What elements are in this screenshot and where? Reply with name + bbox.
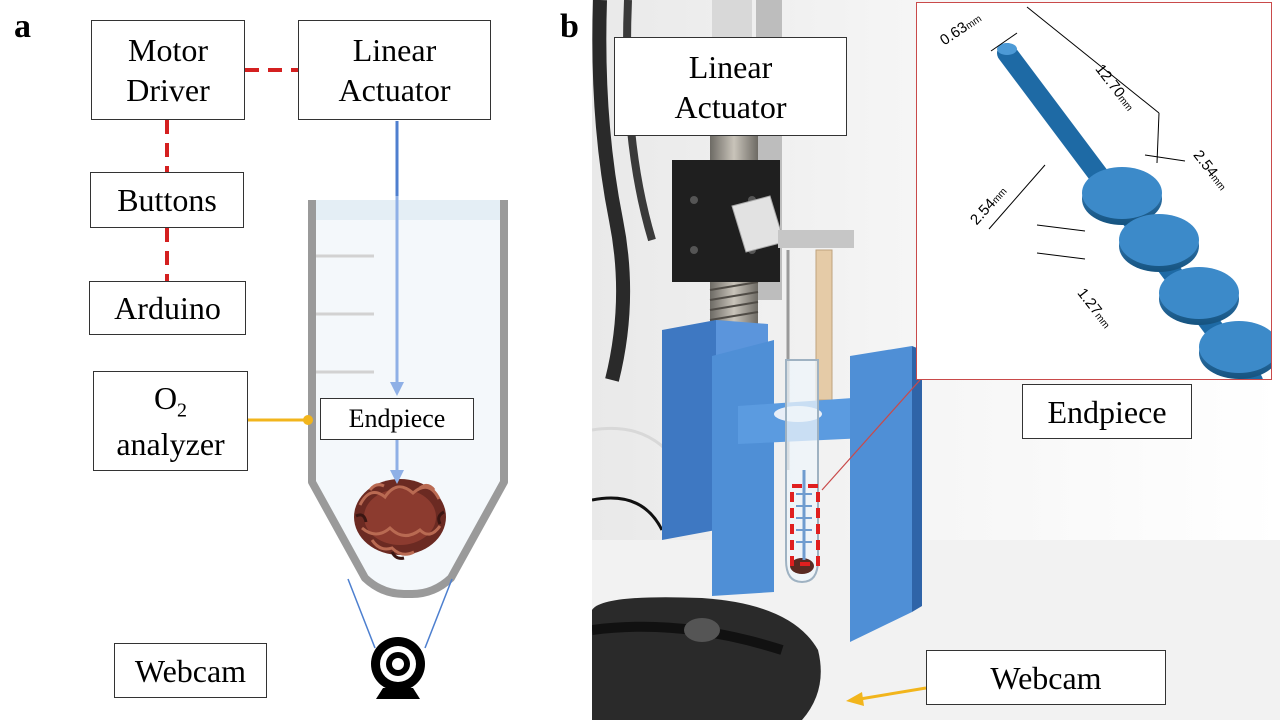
photo-webcam-label: Webcam bbox=[990, 659, 1102, 696]
clamp-arm bbox=[778, 230, 854, 248]
buttons-label: Buttons bbox=[117, 182, 217, 218]
panel-b-letter: b bbox=[560, 8, 579, 45]
linear-actuator-line2: Actuator bbox=[338, 72, 451, 108]
webcam-device bbox=[592, 597, 821, 720]
endpiece-model bbox=[988, 6, 1271, 379]
cable-bundle bbox=[592, 0, 631, 382]
webcam-fov-left bbox=[347, 578, 376, 649]
webcam-label: Webcam bbox=[134, 652, 247, 689]
panel-a-letter: a bbox=[14, 8, 31, 45]
panel-a-diagram bbox=[165, 68, 508, 699]
photo-linear-actuator-line2: Actuator bbox=[674, 88, 787, 125]
endpiece-label: Endpiece bbox=[348, 403, 446, 433]
motor-driver-line2: Driver bbox=[126, 72, 210, 108]
endpiece-box: Endpiece bbox=[320, 398, 474, 440]
buttons-box: Buttons bbox=[90, 172, 244, 228]
o2-label: O2 bbox=[116, 378, 224, 423]
o2-letter: O bbox=[153, 380, 178, 417]
zoom-line bbox=[821, 379, 921, 491]
photo-endpiece-label: Endpiece bbox=[1047, 393, 1167, 430]
endpiece-inset: 0.63mm 12.70mm 2.54mm 2.54mm 1.27mm bbox=[916, 2, 1272, 380]
centrifuge-tube bbox=[308, 200, 508, 598]
photo-linear-actuator-line1: Linear bbox=[688, 48, 773, 85]
webcam-icon bbox=[371, 637, 425, 699]
arduino-label: Arduino bbox=[114, 290, 221, 326]
photo-webcam-box: Webcam bbox=[926, 650, 1166, 705]
webcam-box: Webcam bbox=[114, 643, 267, 698]
photo-endpiece-box: Endpiece bbox=[1022, 384, 1192, 439]
actuator-arrowhead bbox=[390, 382, 404, 396]
endpiece-arrowhead bbox=[390, 470, 404, 484]
specimen-clump bbox=[354, 479, 446, 560]
o2-subscript: 2 bbox=[177, 399, 188, 422]
webcam-fov-right bbox=[424, 578, 453, 649]
endpiece-highlight bbox=[790, 484, 820, 566]
motor-driver-line1: Motor bbox=[127, 32, 208, 68]
arduino-box: Arduino bbox=[89, 281, 246, 335]
analyzer-label: analyzer bbox=[116, 425, 225, 462]
o2-probe-dot bbox=[303, 415, 313, 425]
linear-actuator-line1: Linear bbox=[352, 32, 437, 68]
o2-analyzer-box: O2 analyzer bbox=[93, 371, 248, 471]
